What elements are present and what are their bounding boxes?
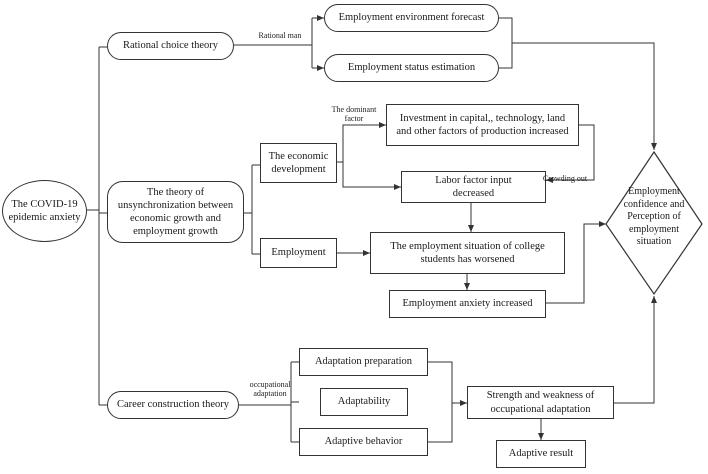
career-branch-connector <box>239 296 657 443</box>
employment-label: Employment <box>271 247 326 259</box>
crowding-out-label: Crowding out <box>542 174 588 183</box>
career-construction-node: Career construction theory <box>107 391 239 419</box>
env-forecast-node: Employment environment forecast <box>324 4 499 32</box>
dominant-factor-label: The dominant factor <box>331 105 377 124</box>
unsync-theory-node: The theory of unsynchronization between … <box>107 181 244 243</box>
adaptation-preparation-label: Adaptation preparation <box>314 356 413 368</box>
strength-weakness-node: Strength and weakness of occupational ad… <box>467 386 614 419</box>
adaptability-node: Adaptability <box>320 388 408 416</box>
investment-node: Investment in capital,, technology, land… <box>386 104 579 146</box>
covid-anxiety-label: The COVID-19 epidemic anxiety <box>8 198 81 223</box>
investment-label: Investment in capital,, technology, land… <box>396 112 569 137</box>
confidence-label: Employment confidence and Perception of … <box>623 186 685 247</box>
rational-branch-connector <box>234 15 657 150</box>
labor-input-node: Labor factor input decreased <box>401 171 546 203</box>
employment-anxiety-node: Employment anxiety increased <box>389 290 546 318</box>
trunk-connector <box>87 46 107 406</box>
strength-weakness-label: Strength and weakness of occupational ad… <box>486 390 595 415</box>
rational-choice-label: Rational choice theory <box>122 40 219 52</box>
status-estimation-node: Employment status estimation <box>324 54 499 82</box>
confidence-diamond <box>605 150 703 296</box>
status-estimation-label: Employment status estimation <box>347 62 476 74</box>
economic-development-label: The economic development <box>268 150 329 175</box>
career-construction-label: Career construction theory <box>117 399 229 411</box>
employment-worsened-label: The employment situation of college stud… <box>390 240 545 265</box>
rational-man-label: Rational man <box>258 31 302 40</box>
economic-development-node: The economic development <box>260 143 337 183</box>
adaptation-preparation-node: Adaptation preparation <box>299 348 428 376</box>
employment-anxiety-label: Employment anxiety increased <box>402 298 533 310</box>
adaptive-result-node: Adaptive result <box>496 440 586 468</box>
employment-node: Employment <box>260 238 337 268</box>
occupational-adaptation-label: occupational adaptation <box>249 380 291 399</box>
employment-worsened-node: The employment situation of college stud… <box>370 232 565 274</box>
rational-choice-node: Rational choice theory <box>107 32 234 60</box>
labor-input-label: Labor factor input decreased <box>435 174 512 199</box>
covid-anxiety-node: The COVID-19 epidemic anxiety <box>2 180 87 242</box>
unsync-branch-connector <box>244 122 606 304</box>
adaptability-label: Adaptability <box>337 396 391 408</box>
adaptive-behavior-node: Adaptive behavior <box>299 428 428 456</box>
unsync-theory-label: The theory of unsynchronization between … <box>117 186 234 238</box>
adaptive-result-label: Adaptive result <box>508 448 574 460</box>
adaptive-behavior-label: Adaptive behavior <box>324 436 403 448</box>
env-forecast-label: Employment environment forecast <box>338 12 485 24</box>
